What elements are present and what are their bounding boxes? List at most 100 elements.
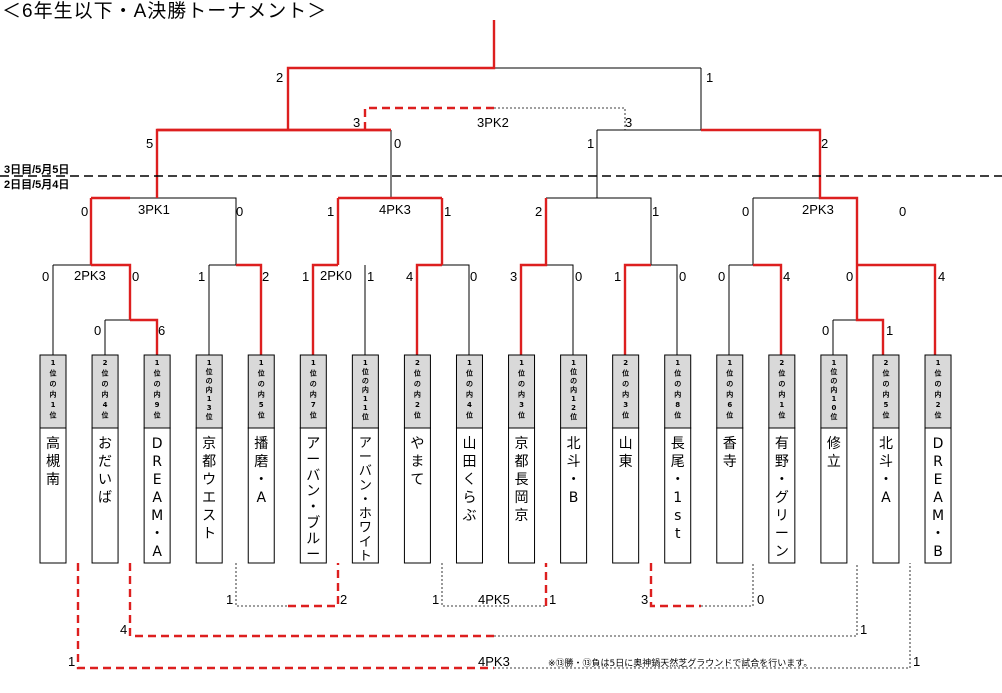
- seed-box: [716, 354, 744, 429]
- team-box: [820, 427, 848, 564]
- team-box: [143, 427, 171, 564]
- score: 3: [625, 115, 632, 130]
- seed-box: [872, 354, 900, 429]
- team-name: 北斗・A: [879, 436, 893, 506]
- team-name: 京都ウエスト: [202, 436, 216, 542]
- score: 1: [302, 269, 309, 284]
- score: 0: [899, 204, 906, 219]
- team-name: 播磨・A: [254, 436, 268, 506]
- seed-box: [91, 354, 119, 429]
- score: 0: [846, 269, 853, 284]
- score: 4: [120, 622, 127, 637]
- score: 1: [587, 136, 594, 151]
- seed-box: [768, 354, 796, 429]
- team-box: [508, 427, 536, 564]
- score-labels: 2 1 3 3PK2 3 5 0 1 2 0 3PK1 0 1 4PK3 1 2…: [42, 70, 945, 669]
- pk-label: 4PK5: [478, 592, 510, 607]
- score: 0: [394, 136, 401, 151]
- day-separator: 3日目/5月5日 2日目/5月4日: [0, 163, 1002, 191]
- seed-box: [820, 354, 848, 429]
- score: 0: [575, 269, 582, 284]
- score: 1: [614, 269, 621, 284]
- winner-path: [89, 20, 937, 355]
- score: 0: [718, 269, 725, 284]
- team-name: 北斗・B: [567, 436, 581, 506]
- score: 2: [340, 592, 347, 607]
- page-title: ＜6年生以下・A決勝トーナメント＞: [2, 1, 328, 22]
- seed-box: [195, 354, 223, 429]
- score: 3: [641, 592, 648, 607]
- seed-box: [299, 354, 327, 429]
- score: 4: [783, 269, 790, 284]
- seed-box: [351, 354, 379, 429]
- team-box: [664, 427, 692, 564]
- score: 5: [146, 136, 153, 151]
- score: 1: [860, 622, 867, 637]
- consolation-lines: [76, 563, 911, 670]
- score: 2: [535, 204, 542, 219]
- score: 0: [81, 204, 88, 219]
- team-box: [768, 427, 796, 564]
- team-name: アーバン・ホワイト: [359, 436, 372, 564]
- seed-box: [403, 354, 431, 429]
- team-box: [195, 427, 223, 564]
- team-name: おだいば: [98, 436, 112, 506]
- pk-label: 2PK3: [74, 268, 106, 283]
- pk-label: 3PK2: [477, 115, 509, 130]
- score: 4: [406, 269, 413, 284]
- team-box: [247, 427, 275, 564]
- team-name: 有野・グリーン: [775, 436, 789, 560]
- team-name: 山東: [619, 436, 633, 470]
- score: 6: [158, 323, 165, 338]
- score: 0: [822, 323, 829, 338]
- score: 1: [432, 592, 439, 607]
- team-box: [872, 427, 900, 564]
- seed-box: [39, 354, 67, 429]
- seed-box: [455, 354, 483, 429]
- score: 0: [757, 592, 764, 607]
- score: 3: [353, 115, 360, 130]
- bracket-lines: [52, 67, 858, 355]
- score: 0: [742, 204, 749, 219]
- score: 1: [444, 204, 451, 219]
- score: 1: [886, 323, 893, 338]
- score: 0: [132, 269, 139, 284]
- score: 1: [549, 592, 556, 607]
- day2-label: 2日目/5月4日: [4, 178, 69, 191]
- score: 1: [68, 654, 75, 669]
- footnote: ※⑬勝・⑬負は5日に奥神鍋天然芝グラウンドで試合を行います。: [548, 657, 812, 669]
- score: 0: [679, 269, 686, 284]
- score: 1: [226, 592, 233, 607]
- score: 4: [938, 269, 945, 284]
- seed-box: [247, 354, 275, 429]
- seed-box: [143, 354, 171, 429]
- team-box: [403, 427, 431, 564]
- team-box: [351, 427, 379, 564]
- team-name: 高槻南: [46, 435, 60, 488]
- team-box: [39, 427, 67, 564]
- team-box: [560, 427, 588, 564]
- score: 3: [510, 269, 517, 284]
- score: 2: [276, 70, 283, 85]
- team-name: やまて: [410, 436, 424, 488]
